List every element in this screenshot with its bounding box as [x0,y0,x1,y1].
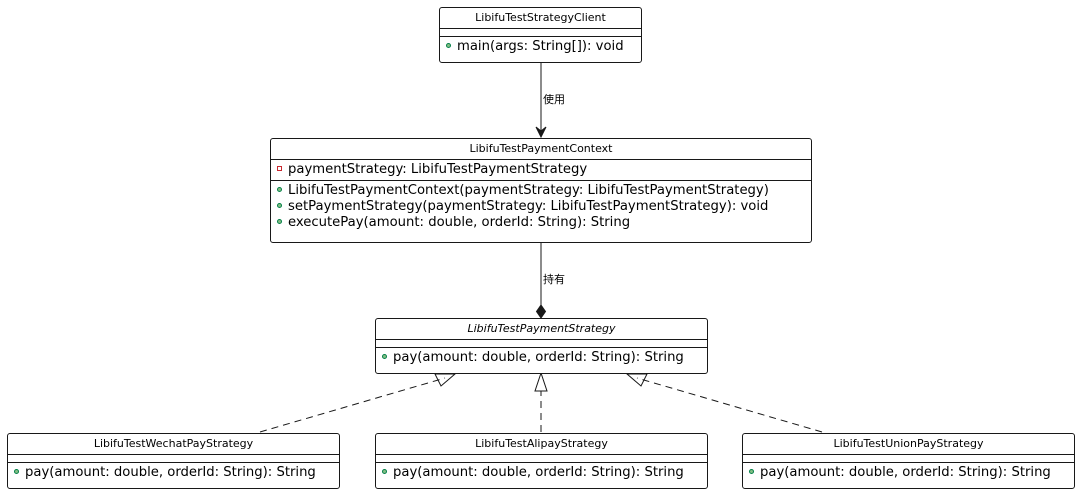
public-visibility-icon [382,469,387,474]
class-payment-context: LibifuTestPaymentContext paymentStrategy… [270,138,812,243]
uses-edge-arrowhead [535,126,547,139]
public-visibility-icon [446,43,451,48]
methods-section: LibifuTestPaymentContext(paymentStrategy… [271,181,811,233]
methods-section: pay(amount: double, orderId: String): St… [376,463,707,483]
public-visibility-icon [277,219,282,224]
method-signature: pay(amount: double, orderId: String): St… [760,465,1051,480]
fields-section [743,455,1074,463]
class-name: LibifuTestStrategyClient [440,8,641,29]
method-signature: pay(amount: double, orderId: String): St… [393,465,684,480]
public-visibility-icon [277,203,282,208]
class-wechat-pay-strategy: LibifuTestWechatPayStrategy pay(amount: … [7,433,340,489]
fields-section: paymentStrategy: LibifuTestPaymentStrate… [271,160,811,181]
holds-label: 持有 [543,273,565,286]
method-set-payment-strategy: setPaymentStrategy(paymentStrategy: Libi… [277,199,811,215]
fields-section [440,29,641,37]
class-strategy-client: LibifuTestStrategyClient main(args: Stri… [439,7,642,63]
method-signature: LibifuTestPaymentContext(paymentStrategy… [288,183,769,198]
methods-section: pay(amount: double, orderId: String): St… [743,463,1074,483]
public-visibility-icon [277,187,282,192]
method-pay: pay(amount: double, orderId: String): St… [382,465,707,481]
private-visibility-icon [277,166,282,171]
method-pay: pay(amount: double, orderId: String): St… [382,350,707,366]
method-main: main(args: String[]): void [446,39,641,55]
class-name: LibifuTestWechatPayStrategy [8,434,339,455]
method-constructor: LibifuTestPaymentContext(paymentStrategy… [277,183,811,199]
field-signature: paymentStrategy: LibifuTestPaymentStrate… [288,162,588,177]
interface-payment-strategy: LibifuTestPaymentStrategy pay(amount: do… [375,318,708,374]
class-name: LibifuTestPaymentContext [271,139,811,160]
fields-section [376,455,707,463]
method-signature: pay(amount: double, orderId: String): St… [393,350,684,365]
unionpay-realization-line [636,377,823,433]
method-signature: setPaymentStrategy(paymentStrategy: Libi… [288,199,769,214]
method-signature: main(args: String[]): void [457,39,624,54]
public-visibility-icon [749,469,754,474]
public-visibility-icon [14,469,19,474]
methods-section: main(args: String[]): void [440,37,641,57]
method-execute-pay: executePay(amount: double, orderId: Stri… [277,215,811,231]
fields-section [376,340,707,348]
method-signature: pay(amount: double, orderId: String): St… [25,465,316,480]
fields-section [8,455,339,463]
interface-name: LibifuTestPaymentStrategy [376,319,707,340]
public-visibility-icon [382,354,387,359]
wechat-realization-arrowhead [434,373,457,387]
class-name: LibifuTestAlipayStrategy [376,434,707,455]
method-pay: pay(amount: double, orderId: String): St… [14,465,339,481]
method-signature: executePay(amount: double, orderId: Stri… [288,215,631,230]
methods-section: pay(amount: double, orderId: String): St… [376,348,707,368]
field-payment-strategy: paymentStrategy: LibifuTestPaymentStrate… [277,162,811,178]
wechat-realization-line [259,377,446,433]
uses-label: 使用 [543,93,565,106]
method-pay: pay(amount: double, orderId: String): St… [749,465,1074,481]
composition-diamond [535,304,547,319]
alipay-realization-arrowhead [534,371,548,392]
methods-section: pay(amount: double, orderId: String): St… [8,463,339,483]
unionpay-realization-arrowhead [625,373,648,387]
class-alipay-strategy: LibifuTestAlipayStrategy pay(amount: dou… [375,433,708,489]
class-union-pay-strategy: LibifuTestUnionPayStrategy pay(amount: d… [742,433,1075,489]
class-name: LibifuTestUnionPayStrategy [743,434,1074,455]
